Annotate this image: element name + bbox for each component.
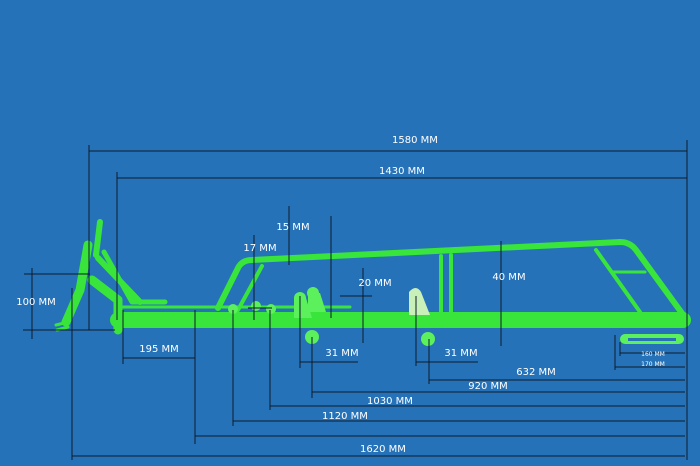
label-632: 632 MM (516, 367, 556, 378)
label-195: 195 MM (139, 344, 179, 355)
label-15: 15 MM (276, 222, 309, 233)
label-31-left: 31 MM (325, 348, 358, 359)
dimension-labels: 1580 MM 1430 MM 15 MM 17 MM 20 MM 40 MM … (16, 135, 665, 455)
dimension-lines (23, 140, 688, 460)
frame (54, 219, 691, 346)
label-40: 40 MM (492, 272, 525, 283)
label-20: 20 MM (358, 278, 391, 289)
label-160: 160 MM (641, 351, 665, 358)
label-920: 920 MM (468, 381, 508, 392)
label-1430: 1430 MM (379, 166, 425, 177)
label-1120: 1120 MM (322, 411, 368, 422)
front-fork (61, 240, 93, 327)
label-100: 100 MM (16, 297, 56, 308)
label-31-right: 31 MM (444, 348, 477, 359)
label-1030: 1030 MM (367, 396, 413, 407)
label-17: 17 MM (243, 243, 276, 254)
label-170: 170 MM (641, 361, 665, 368)
label-1580: 1580 MM (392, 135, 438, 146)
top-rail (215, 239, 687, 319)
label-1620: 1620 MM (360, 444, 406, 455)
